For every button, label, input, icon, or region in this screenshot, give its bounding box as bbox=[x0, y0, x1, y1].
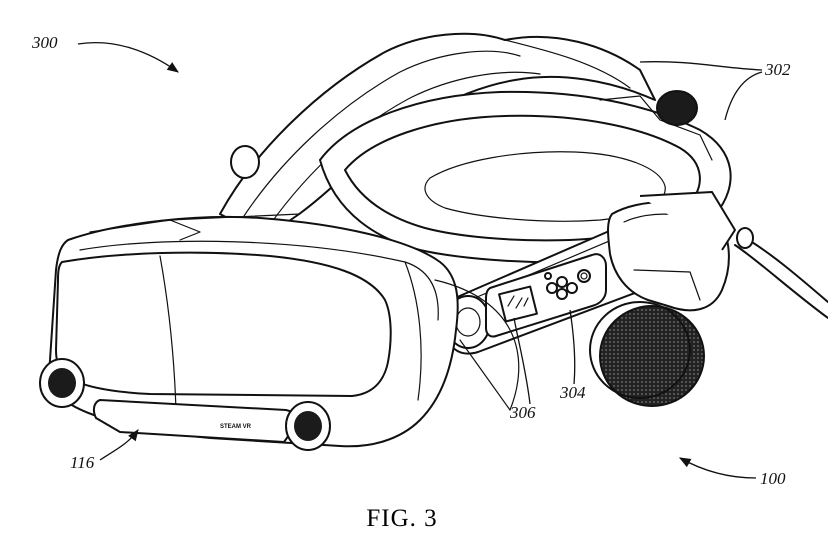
headphone-assembly bbox=[589, 191, 754, 407]
ref-304: 304 bbox=[559, 309, 586, 402]
front-right-knob bbox=[285, 401, 331, 451]
svg-text:116: 116 bbox=[70, 453, 95, 472]
rear-adjust-knob bbox=[656, 90, 698, 126]
steam-vr-badge: STEAM VR bbox=[220, 424, 252, 430]
ref-306: 306 bbox=[509, 317, 536, 422]
tether-cable bbox=[734, 244, 828, 319]
figure-caption: FIG. 3 bbox=[366, 505, 437, 532]
svg-text:100: 100 bbox=[760, 469, 786, 488]
svg-text:306: 306 bbox=[509, 403, 536, 422]
front-left-knob bbox=[39, 358, 85, 408]
svg-text:300: 300 bbox=[31, 33, 58, 52]
svg-text:304: 304 bbox=[559, 383, 586, 402]
visor-body bbox=[48, 213, 520, 448]
ref-116: 116 bbox=[70, 429, 139, 472]
svg-text:302: 302 bbox=[764, 60, 791, 79]
ref-300: 300 bbox=[31, 33, 179, 73]
control-panel bbox=[485, 253, 607, 338]
ref-100: 100 bbox=[678, 457, 786, 488]
ref-302: 302 bbox=[639, 60, 791, 121]
top-side-knob bbox=[230, 145, 260, 179]
